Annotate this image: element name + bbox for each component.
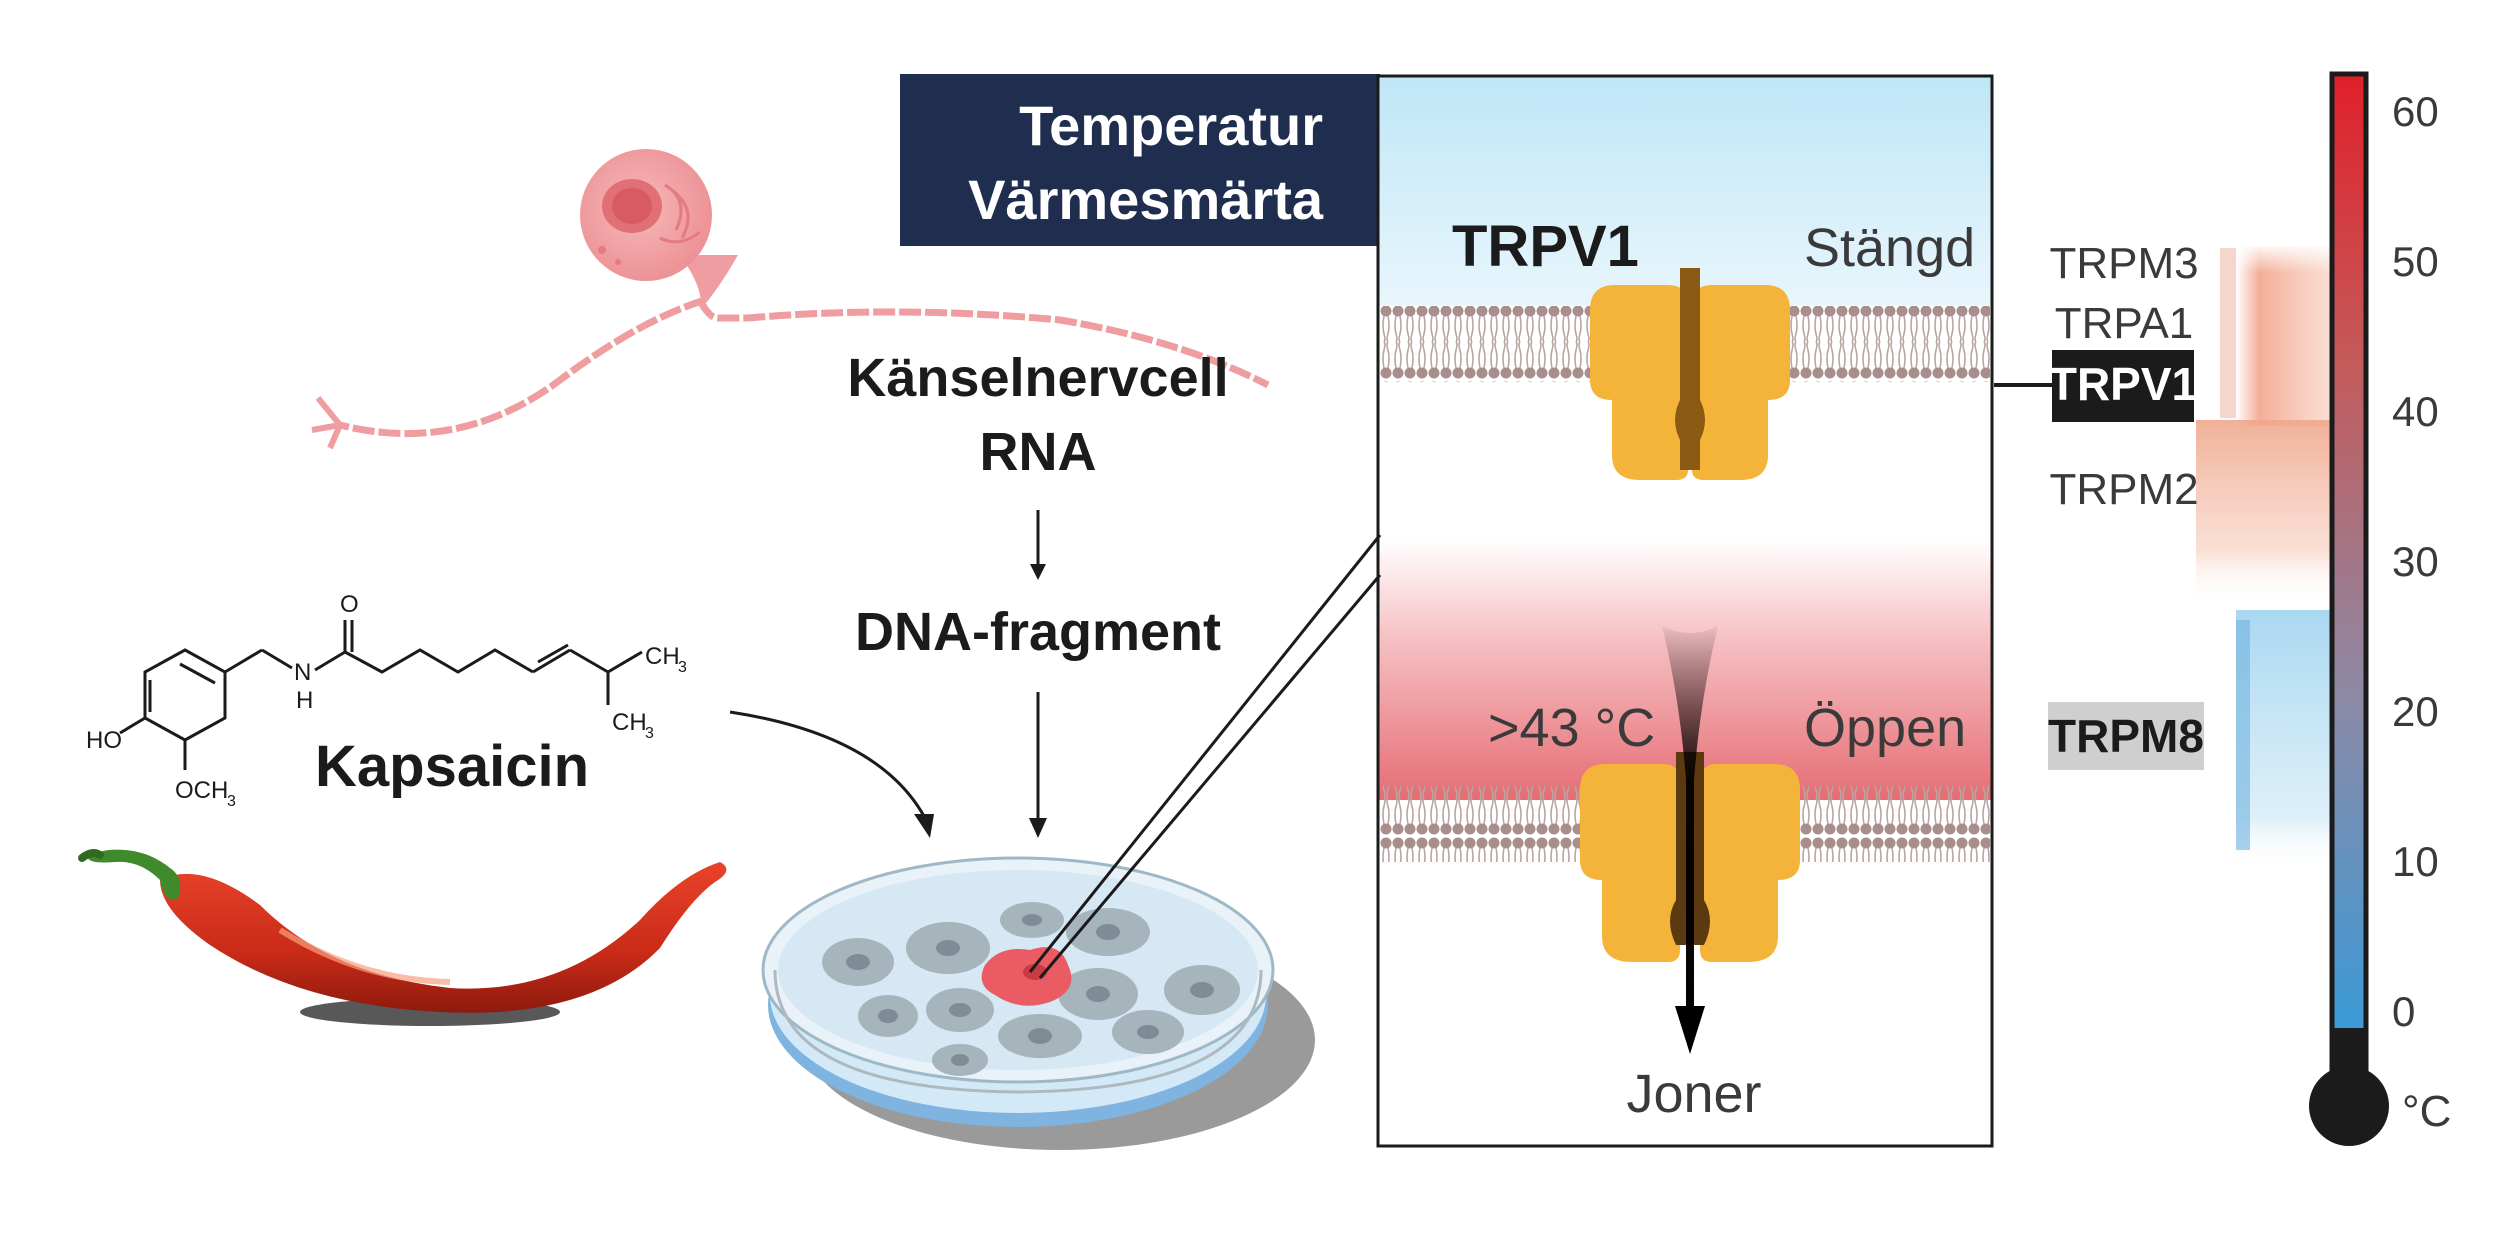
cold-zone bbox=[1378, 76, 1992, 306]
thermometer-bulb bbox=[2309, 1066, 2389, 1146]
flow-neuron-label: Känselnervcell bbox=[847, 348, 1228, 408]
thermometer-tick-label: 0 bbox=[2392, 988, 2415, 1035]
atom-methyl-b-subscript: 3 bbox=[645, 725, 654, 742]
receptor-trpm3: TRPM3 bbox=[2049, 239, 2198, 288]
channel-panel: TRPV1 Stängd >43 °C Öppen Joner bbox=[1376, 74, 1994, 1148]
thermometer-tick-label: 30 bbox=[2392, 538, 2439, 585]
ion-flow-arrow bbox=[1662, 626, 1718, 1054]
thermometer-tick-label: 10 bbox=[2392, 838, 2439, 885]
atom-methoxy-subscript: 3 bbox=[227, 793, 236, 810]
atom-methyl-a-subscript: 3 bbox=[678, 659, 687, 676]
ions-label: Joner bbox=[1626, 1064, 1761, 1124]
thermometer-tick-label: 40 bbox=[2392, 388, 2439, 435]
capsaicin-atoms: O N H HO OCH 3 CH 3 CH 3 Kapsaicin bbox=[86, 591, 687, 810]
atom-hydrogen: H bbox=[296, 687, 313, 714]
receptor-trpv1-badge bbox=[2052, 350, 2194, 422]
receptor-trpv1: TRPV1 bbox=[2049, 358, 2197, 410]
flow-rna-label: RNA bbox=[980, 422, 1097, 482]
open-state-label: Öppen bbox=[1804, 698, 1966, 758]
atom-oxygen: O bbox=[340, 591, 359, 618]
receptor-ranges: TRPM3 TRPA1 TRPV1 TRPM2 TRPM8 bbox=[1994, 239, 2330, 870]
trpm8-range bbox=[2236, 610, 2330, 870]
chili-pepper bbox=[78, 849, 727, 1026]
flow-steps: Känselnervcell RNA DNA-fragment bbox=[847, 348, 1229, 838]
header-title-line1: Temperatur bbox=[1019, 94, 1323, 157]
arrow-dna-to-dish bbox=[1029, 818, 1047, 838]
header-box: Temperatur Värmesmärta bbox=[900, 74, 1380, 246]
zoom-lines bbox=[1028, 534, 1382, 979]
thermometer-tick-label: 50 bbox=[2392, 238, 2439, 285]
arrow-rna-to-dna bbox=[1030, 564, 1046, 580]
receptor-trpm2: TRPM2 bbox=[2049, 465, 2198, 514]
closed-state-label: Stängd bbox=[1804, 218, 1975, 278]
petri-dish bbox=[761, 856, 1315, 1150]
atom-methyl-b: CH bbox=[612, 709, 647, 736]
receptor-trpm8-badge bbox=[2048, 702, 2204, 770]
channel-name: TRPV1 bbox=[1452, 214, 1639, 279]
thermometer-unit: °C bbox=[2402, 1087, 2451, 1136]
atom-hydroxyl: HO bbox=[86, 727, 122, 754]
channel-closed bbox=[1590, 268, 1790, 480]
atom-methyl-a: CH bbox=[645, 643, 680, 670]
trpm2-range bbox=[2196, 420, 2330, 605]
activation-temp-label: >43 °C bbox=[1488, 698, 1655, 758]
thermometer-ticks: 0 10 20 30 40 50 60 bbox=[2392, 88, 2439, 1035]
thermometer: 0 10 20 30 40 50 60 °C bbox=[2309, 71, 2451, 1146]
thermometer-tube bbox=[2332, 74, 2366, 1034]
capsaicin-molecule bbox=[119, 620, 643, 770]
thermometer-tick-label: 60 bbox=[2392, 88, 2439, 135]
neuron-illustration bbox=[311, 149, 1270, 450]
header-title-line2: Värmesmärta bbox=[968, 168, 1324, 231]
arrow-capsaicin-to-dish bbox=[729, 710, 934, 838]
receptor-trpm8: TRPM8 bbox=[2048, 710, 2204, 762]
channel-panel-border bbox=[1376, 74, 1994, 1148]
capsaicin-label: Kapsaicin bbox=[315, 734, 589, 799]
atom-nitrogen: N bbox=[294, 659, 311, 686]
flow-dna-label: DNA-fragment bbox=[855, 602, 1221, 662]
thermometer-tick-label: 20 bbox=[2392, 688, 2439, 735]
atom-methoxy: OCH bbox=[175, 777, 228, 804]
receptor-trpa1: TRPA1 bbox=[2055, 299, 2194, 348]
